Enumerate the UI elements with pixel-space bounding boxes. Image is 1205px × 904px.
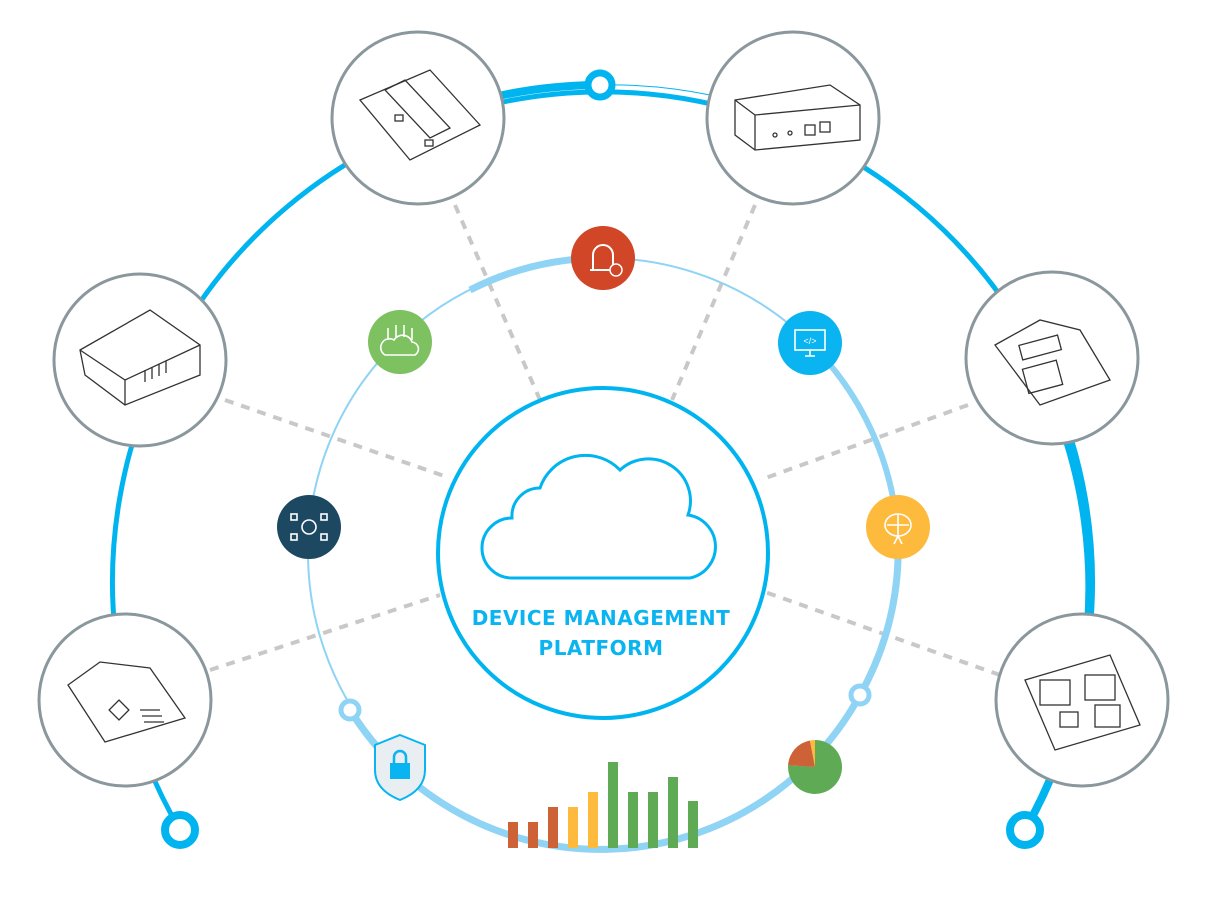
brain-icon [884,513,912,545]
bar [628,792,638,848]
bar [688,801,698,848]
bar [528,822,538,848]
bar [548,807,558,848]
device-sd-card[interactable] [37,612,213,788]
bar [588,792,598,848]
feature-alarm-bell[interactable] [571,226,635,290]
pie-chart [788,739,843,794]
bar [648,792,658,848]
bar [608,762,618,848]
gateway-box-icon [734,84,861,151]
pie-slice [809,740,815,767]
ring-node [1006,811,1044,849]
cloud-nodes-icon [379,325,420,356]
feature-security-shield[interactable] [374,733,426,802]
device-enclosure-module[interactable] [52,272,228,448]
feature-cloud-connectivity[interactable] [368,310,432,374]
sim-card-icon [994,319,1111,406]
device-chip-module[interactable] [994,612,1170,788]
device-gateway-box[interactable] [705,30,881,206]
device-circuit-board[interactable] [330,30,506,206]
ring-node [161,811,199,849]
connector-lines [209,204,1001,677]
enclosure-module-icon [79,309,201,406]
platform-title-line2: PLATFORM [539,636,664,660]
ring-node [584,69,616,101]
network-gear-icon [290,513,328,541]
feature-network-config[interactable] [277,495,341,559]
feature-ai-brain[interactable] [866,495,930,559]
lock-icon [390,749,410,779]
monitor-code-icon: </> [794,329,826,357]
cloud-icon [480,453,717,580]
platform-hub[interactable]: DEVICE MANAGEMENT PLATFORM [436,386,770,720]
platform-title-line1: DEVICE MANAGEMENT [472,606,731,630]
sd-card-icon [67,661,187,743]
chip-module-icon [1024,654,1141,751]
device-sim-card[interactable] [964,270,1140,446]
bar [508,822,518,848]
pie-slice [788,740,815,767]
bar-chart [508,762,698,848]
feature-remote-monitor[interactable]: </> [778,311,842,375]
bar [568,807,578,848]
circuit-board-icon [358,69,482,161]
svg-text:</>: </> [803,336,816,346]
bar [668,777,678,848]
